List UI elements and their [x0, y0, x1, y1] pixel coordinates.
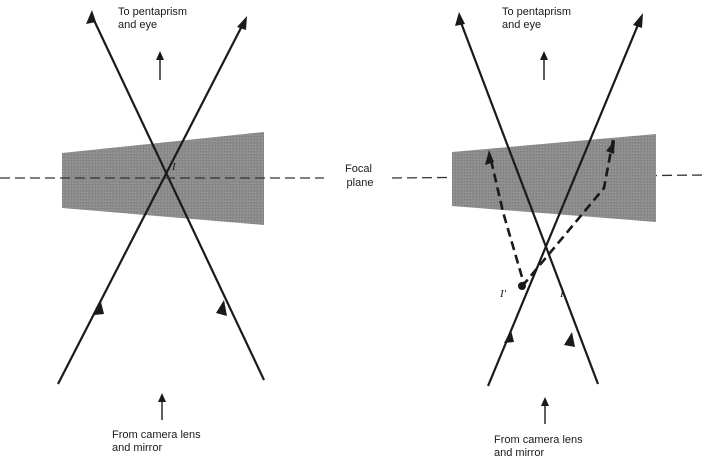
left-ray-arrowhead-lower-right	[216, 300, 227, 316]
left-ray-ascending-left	[91, 15, 265, 381]
right-ray-ascending-right	[486, 19, 642, 387]
focal-plane-label: Focal plane	[345, 163, 375, 189]
right-bottom-label: From camera lens and mirror	[494, 434, 586, 459]
left-bottom-label: From camera lens and mirror	[112, 429, 204, 454]
left-ray-arrowhead-top-left	[86, 10, 96, 24]
left-image-point-label: I	[171, 161, 177, 173]
right-image-point-label: I	[559, 288, 565, 300]
left-bottom-small-arrowhead	[158, 393, 166, 402]
right-ray-arrowhead-top-left	[455, 12, 465, 26]
right-top-small-arrowhead	[540, 51, 548, 60]
right-top-label: To pentaprism and eye	[502, 6, 574, 31]
right-dashed-path-right	[523, 139, 615, 285]
right-ray-arrowhead-top-right	[633, 13, 643, 28]
left-panel: I To pentaprism and eye From camera lens…	[57, 6, 265, 454]
left-ray-arrowhead-lower-left	[94, 302, 104, 315]
left-top-label: To pentaprism and eye	[118, 6, 190, 31]
left-top-small-arrowhead	[156, 51, 164, 60]
right-bottom-small-arrowhead	[541, 397, 549, 406]
left-ray-arrowhead-top-right	[237, 16, 247, 30]
right-screen-wedge	[452, 134, 656, 222]
left-ray-ascending-right	[57, 21, 245, 385]
right-ray-ascending-left	[458, 19, 600, 385]
right-virtual-point-label: I'	[499, 288, 507, 300]
right-panel: I' I To pentaprism and eye From camera l…	[452, 6, 656, 459]
right-dashed-path-left	[489, 159, 526, 285]
right-ray-arrowhead-lower-right	[564, 332, 575, 347]
right-ray-arrowhead-lower-left	[504, 330, 514, 343]
right-refracted-arrowhead-right	[606, 140, 615, 154]
right-refracted-arrowhead-left	[485, 150, 494, 165]
right-virtual-image-point	[518, 282, 526, 290]
